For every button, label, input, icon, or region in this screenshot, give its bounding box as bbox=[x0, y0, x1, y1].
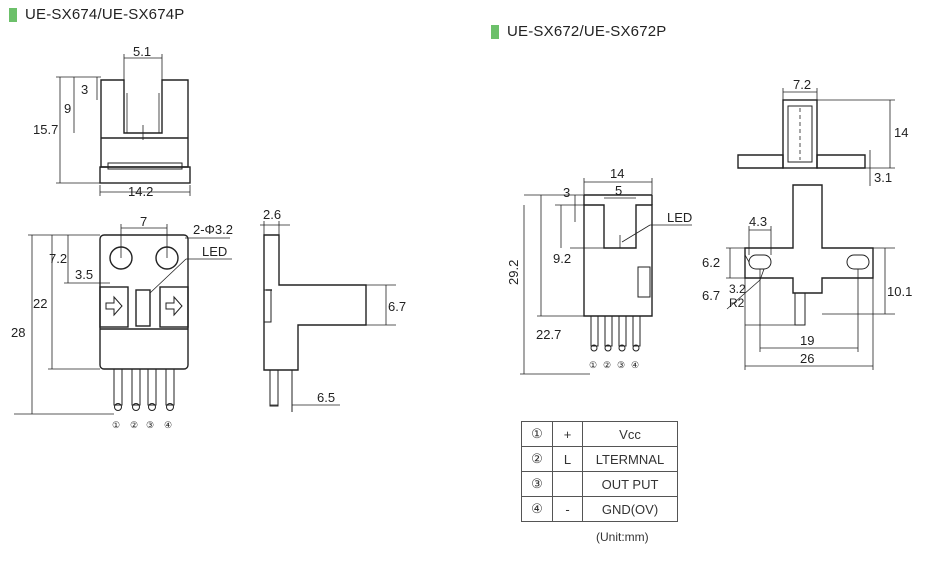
dim-top-width: 5.1 bbox=[133, 44, 151, 59]
dim-slot-height: 9.2 bbox=[553, 251, 571, 266]
green-marker-icon bbox=[9, 7, 17, 22]
dim-side-arm: 6.7 bbox=[388, 299, 406, 314]
led-label: LED bbox=[667, 210, 692, 225]
dim-hole-r: R2 bbox=[729, 296, 745, 310]
pin-name: LTERMNAL bbox=[582, 446, 678, 472]
title-ue-sx674: UE-SX674/UE-SX674P bbox=[9, 6, 185, 23]
dim-hole-offset: 6.7 bbox=[702, 288, 720, 303]
dim-body-height: 22 bbox=[33, 296, 47, 311]
led-label: LED bbox=[202, 244, 227, 259]
pin-name: OUT PUT bbox=[582, 471, 678, 497]
unit-note: (Unit:mm) bbox=[596, 530, 649, 544]
sx672-pins bbox=[590, 315, 641, 352]
dim-body-height: 22.7 bbox=[536, 327, 561, 342]
pin-name: Vcc bbox=[582, 421, 678, 447]
dim-top-base: 3.1 bbox=[874, 170, 892, 185]
title-text: UE-SX672/UE-SX672P bbox=[507, 23, 667, 40]
table-row: ④ - GND(OV) bbox=[521, 496, 678, 522]
pin-label-2: ② bbox=[603, 360, 611, 370]
dim-hole-small: 3.5 bbox=[75, 267, 93, 282]
dim-overall-width: 26 bbox=[800, 351, 814, 366]
pin-label-3: ③ bbox=[617, 360, 625, 370]
dim-side-height: 10.1 bbox=[887, 284, 912, 299]
pin-label-1: ① bbox=[589, 360, 597, 370]
pin-label-1: ① bbox=[112, 420, 120, 430]
pin-number: ③ bbox=[521, 471, 553, 497]
sx672-front-view bbox=[583, 194, 653, 317]
pin-number: ④ bbox=[521, 496, 553, 522]
sx672-side-view bbox=[744, 184, 874, 326]
sx674-front-view bbox=[99, 234, 189, 370]
sx672-top-view bbox=[737, 99, 866, 169]
dim-front-width: 14 bbox=[610, 166, 624, 181]
pin-name: GND(OV) bbox=[582, 496, 678, 522]
pin-symbol: L bbox=[552, 446, 583, 472]
pin-number: ② bbox=[521, 446, 553, 472]
pin-symbol: + bbox=[552, 421, 583, 447]
sx674-pins bbox=[113, 368, 175, 411]
table-row: ② L LTERMNAL bbox=[521, 446, 678, 472]
dim-top-width: 7.2 bbox=[793, 77, 811, 92]
pin-symbol bbox=[552, 471, 583, 497]
dim-total-height: 28 bbox=[11, 325, 25, 340]
title-ue-sx672: UE-SX672/UE-SX672P bbox=[491, 23, 667, 40]
dim-hole-v: 6.2 bbox=[702, 255, 720, 270]
pin-number: ① bbox=[521, 421, 553, 447]
green-marker-icon bbox=[491, 24, 499, 39]
dim-slot-depth: 3 bbox=[563, 185, 570, 200]
pin-label-2: ② bbox=[130, 420, 138, 430]
dim-top-height: 15.7 bbox=[33, 122, 58, 137]
dim-hole-label: 2-Φ3.2 bbox=[193, 222, 233, 237]
dim-total-height: 29.2 bbox=[506, 260, 521, 285]
pin-assignment-table: ① + Vcc ② L LTERMNAL ③ OUT PUT ④ - GND(O… bbox=[521, 421, 678, 522]
dim-base-width: 14.2 bbox=[128, 184, 153, 199]
pin-label-3: ③ bbox=[146, 420, 154, 430]
title-text: UE-SX674/UE-SX674P bbox=[25, 6, 185, 23]
dim-slot-depth: 3 bbox=[81, 82, 88, 97]
dim-slot-pitch: 4.3 bbox=[749, 214, 767, 229]
dim-side-thickness: 2.6 bbox=[263, 207, 281, 222]
table-row: ① + Vcc bbox=[521, 421, 678, 447]
pin-symbol: - bbox=[552, 496, 583, 522]
dim-hole-pitch: 7 bbox=[140, 214, 147, 229]
table-row: ③ OUT PUT bbox=[521, 471, 678, 497]
dim-hole-offset: 7.2 bbox=[49, 251, 67, 266]
dim-hole-pitch: 19 bbox=[800, 333, 814, 348]
dim-slot-height: 9 bbox=[64, 101, 71, 116]
pin-label-4: ④ bbox=[164, 420, 172, 430]
dim-slot-width: 5 bbox=[615, 183, 622, 198]
dim-top-height: 14 bbox=[894, 125, 908, 140]
pin-label-4: ④ bbox=[631, 360, 639, 370]
sx674-top-view bbox=[99, 79, 191, 184]
dim-hole-dia: 3.2 bbox=[729, 282, 746, 296]
sx674-side-view bbox=[263, 234, 367, 412]
dim-pin-length: 6.5 bbox=[317, 390, 335, 405]
